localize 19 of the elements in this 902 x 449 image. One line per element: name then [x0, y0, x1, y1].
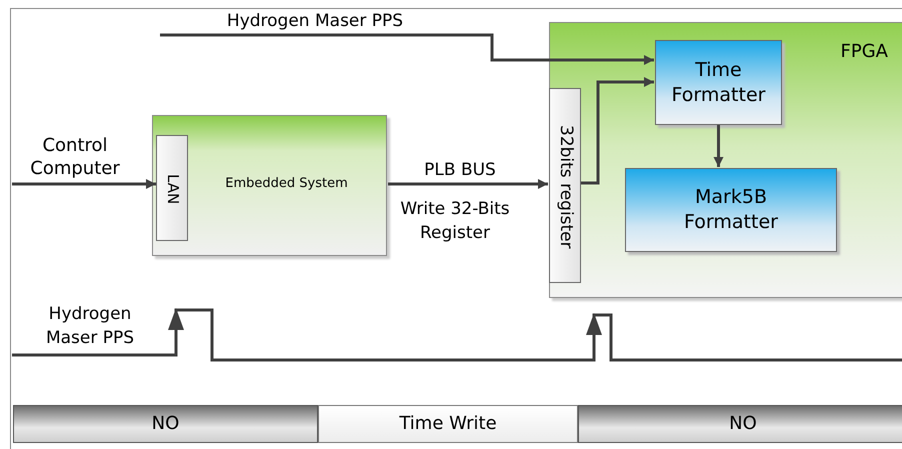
block-label: Time Formatter	[670, 58, 766, 108]
annotation-text: Write 32-Bits Register	[399, 198, 511, 245]
block-label: 32bits register	[555, 124, 577, 251]
arrow	[714, 125, 724, 167]
arrow	[12, 179, 156, 189]
block-label: NO	[728, 412, 758, 436]
block-title: FPGA	[840, 41, 888, 62]
block-label: LAN	[163, 172, 183, 206]
block-label: Embedded System	[224, 176, 349, 193]
arrow	[388, 179, 548, 189]
signal-label: Hydrogen Maser PPS	[226, 10, 404, 33]
signal-label: Hydrogen Maser PPS	[44, 303, 136, 350]
edge-label: PLB BUS	[423, 160, 497, 180]
arrow	[160, 34, 654, 65]
signal-label: Control Computer	[29, 134, 121, 181]
block-label: Mark5B Formatter	[683, 185, 779, 235]
block-label: NO	[150, 412, 180, 436]
block-label: Time Write	[398, 412, 498, 436]
arrow	[581, 77, 654, 184]
